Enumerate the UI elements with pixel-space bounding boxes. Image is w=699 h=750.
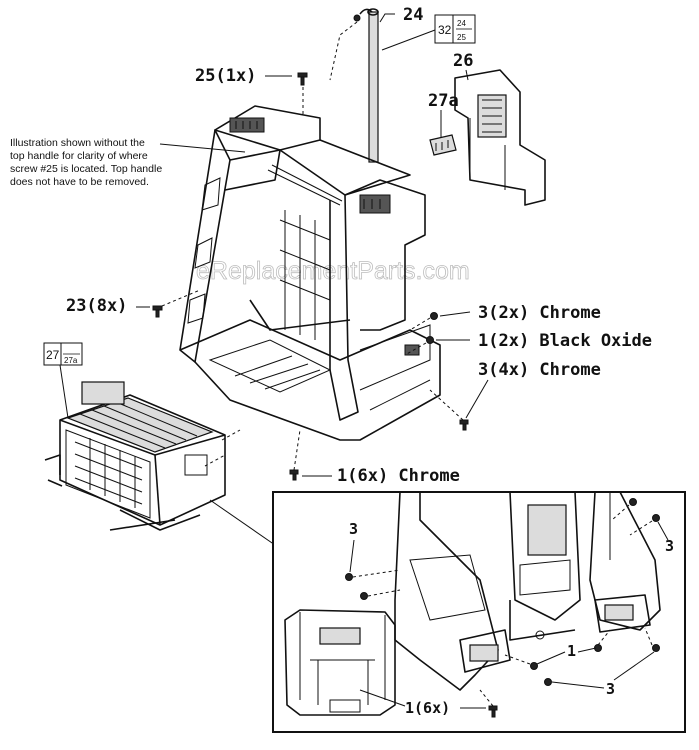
- inset-callout-3-bottom: 3: [606, 680, 615, 698]
- callout-1-6x-chrome: 1(6x) Chrome: [337, 466, 460, 486]
- watermark: eReplacementParts.com: [196, 257, 470, 285]
- note-line-2: top handle for clarity of where: [10, 150, 148, 162]
- frame-screws: [289, 312, 469, 481]
- box-27: 27 27a: [43, 342, 83, 419]
- note-line-3: screw #25 is located. Top handle: [10, 163, 162, 175]
- box-32-main: 32: [438, 23, 452, 37]
- box-32-bottom: 25: [457, 33, 466, 42]
- callout-3-2x-chrome: 3(2x) Chrome: [478, 303, 601, 323]
- part-27a-connector: [429, 134, 457, 156]
- note-line-4: does not have to be removed.: [10, 176, 149, 188]
- callout-23: 23(8x): [66, 296, 127, 316]
- box-27-main: 27: [46, 348, 60, 362]
- part-26-panel: [454, 69, 546, 206]
- note-text: Illustration shown without the top handl…: [10, 137, 246, 188]
- box-27-sub: 27a: [64, 356, 78, 365]
- box-32: 32 24 25: [381, 14, 476, 51]
- part-27-module: [44, 381, 276, 546]
- inset-callout-3-right: 3: [665, 537, 674, 555]
- part-24-rod: [329, 8, 379, 163]
- part-25-screw: [297, 72, 308, 115]
- inset-callout-1-6x: 1(6x): [405, 699, 450, 717]
- part-23-screw: [152, 289, 201, 318]
- note-line-1: Illustration shown without the: [10, 137, 145, 149]
- callout-25: 25(1x): [195, 66, 256, 86]
- callout-24: 24: [403, 5, 423, 25]
- inset-callout-1: 1: [567, 642, 576, 660]
- callout-26: 26: [453, 51, 473, 71]
- main-frame: [179, 105, 441, 441]
- box-32-top: 24: [457, 19, 466, 28]
- callout-27a: 27a: [428, 91, 459, 111]
- callout-1-2x-black-oxide: 1(2x) Black Oxide: [478, 331, 652, 351]
- callout-3-4x-chrome: 3(4x) Chrome: [478, 360, 601, 380]
- inset-detail: 3 3 1 3 1(6x): [272, 491, 686, 733]
- inset-callout-3-left: 3: [349, 520, 358, 538]
